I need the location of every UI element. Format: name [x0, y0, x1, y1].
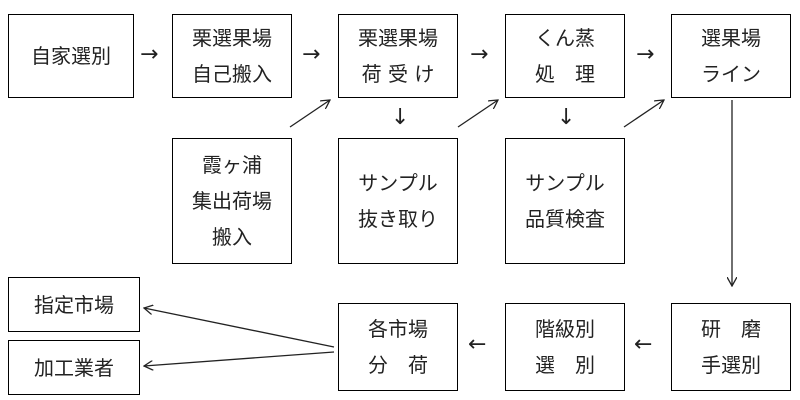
box-label: 指定市場 — [34, 292, 114, 317]
polishing-hand-sorting-box: 研 磨 手選別 — [671, 303, 791, 391]
self-sorting-box: 自家選別 — [8, 14, 134, 98]
box-label: 自家選別 — [31, 44, 111, 68]
box-label: 選 別 — [535, 353, 595, 377]
box-label: 研 磨 — [701, 317, 761, 341]
box-label: 品質検査 — [525, 207, 605, 231]
box-label: 各市場 — [368, 317, 428, 341]
box-label: 処 理 — [535, 62, 595, 86]
sampling-to-fumigation-arrow — [457, 100, 498, 128]
arrow-down-2: ↓ — [557, 105, 576, 130]
kasumigaura-to-receive-arrow — [289, 100, 330, 128]
box-label: 栗選果場 — [358, 26, 438, 50]
box-label: 抜き取り — [358, 207, 438, 231]
quality-to-line-arrow — [623, 100, 664, 128]
arrow-right-2: → — [302, 42, 321, 67]
kasumigaura-box: 霞ヶ浦 集出荷場 搬入 — [172, 138, 292, 264]
box-label: 加工業者 — [34, 355, 114, 380]
box-label: 集出荷場 — [192, 189, 272, 213]
sampling-box: サンプル 抜き取り — [338, 138, 458, 264]
box-label: ライン — [701, 62, 761, 86]
box-label: 階級別 — [535, 317, 595, 341]
box-label: 手選別 — [701, 353, 761, 377]
chestnut-receiving-box: 栗選果場 荷 受 け — [338, 14, 458, 98]
arrow-right-4: → — [636, 42, 655, 67]
arrow-left-1: ← — [468, 332, 487, 357]
box-label: 搬入 — [212, 225, 252, 249]
grade-sorting-box: 階級別 選 別 — [505, 303, 625, 391]
box-label: 分 荷 — [368, 353, 428, 377]
shipment-to-market-arrow — [144, 308, 335, 348]
arrow-right-3: → — [470, 42, 489, 67]
box-label: サンプル — [358, 171, 438, 195]
chestnut-self-delivery-box: 栗選果場 自己搬入 — [172, 14, 292, 98]
box-label: サンプル — [525, 171, 605, 195]
box-label: 自己搬入 — [192, 62, 272, 86]
market-shipment-box: 各市場 分 荷 — [338, 303, 458, 391]
box-label: 栗選果場 — [192, 26, 272, 50]
quality-inspection-box: サンプル 品質検査 — [505, 138, 625, 264]
arrow-right-1: → — [140, 42, 159, 67]
arrow-down-1: ↓ — [391, 105, 410, 130]
processor-box: 加工業者 — [8, 340, 140, 395]
sorting-line-box: 選果場 ライン — [671, 14, 791, 98]
box-label: 霞ヶ浦 — [202, 153, 262, 177]
arrow-left-2: ← — [634, 332, 653, 357]
fumigation-box: くん蒸 処 理 — [505, 14, 625, 98]
box-label: くん蒸 — [535, 26, 595, 50]
box-label: 荷 受 け — [361, 62, 435, 86]
designated-market-box: 指定市場 — [8, 277, 140, 332]
box-label: 選果場 — [701, 26, 761, 50]
shipment-to-processor-arrow — [144, 351, 335, 366]
